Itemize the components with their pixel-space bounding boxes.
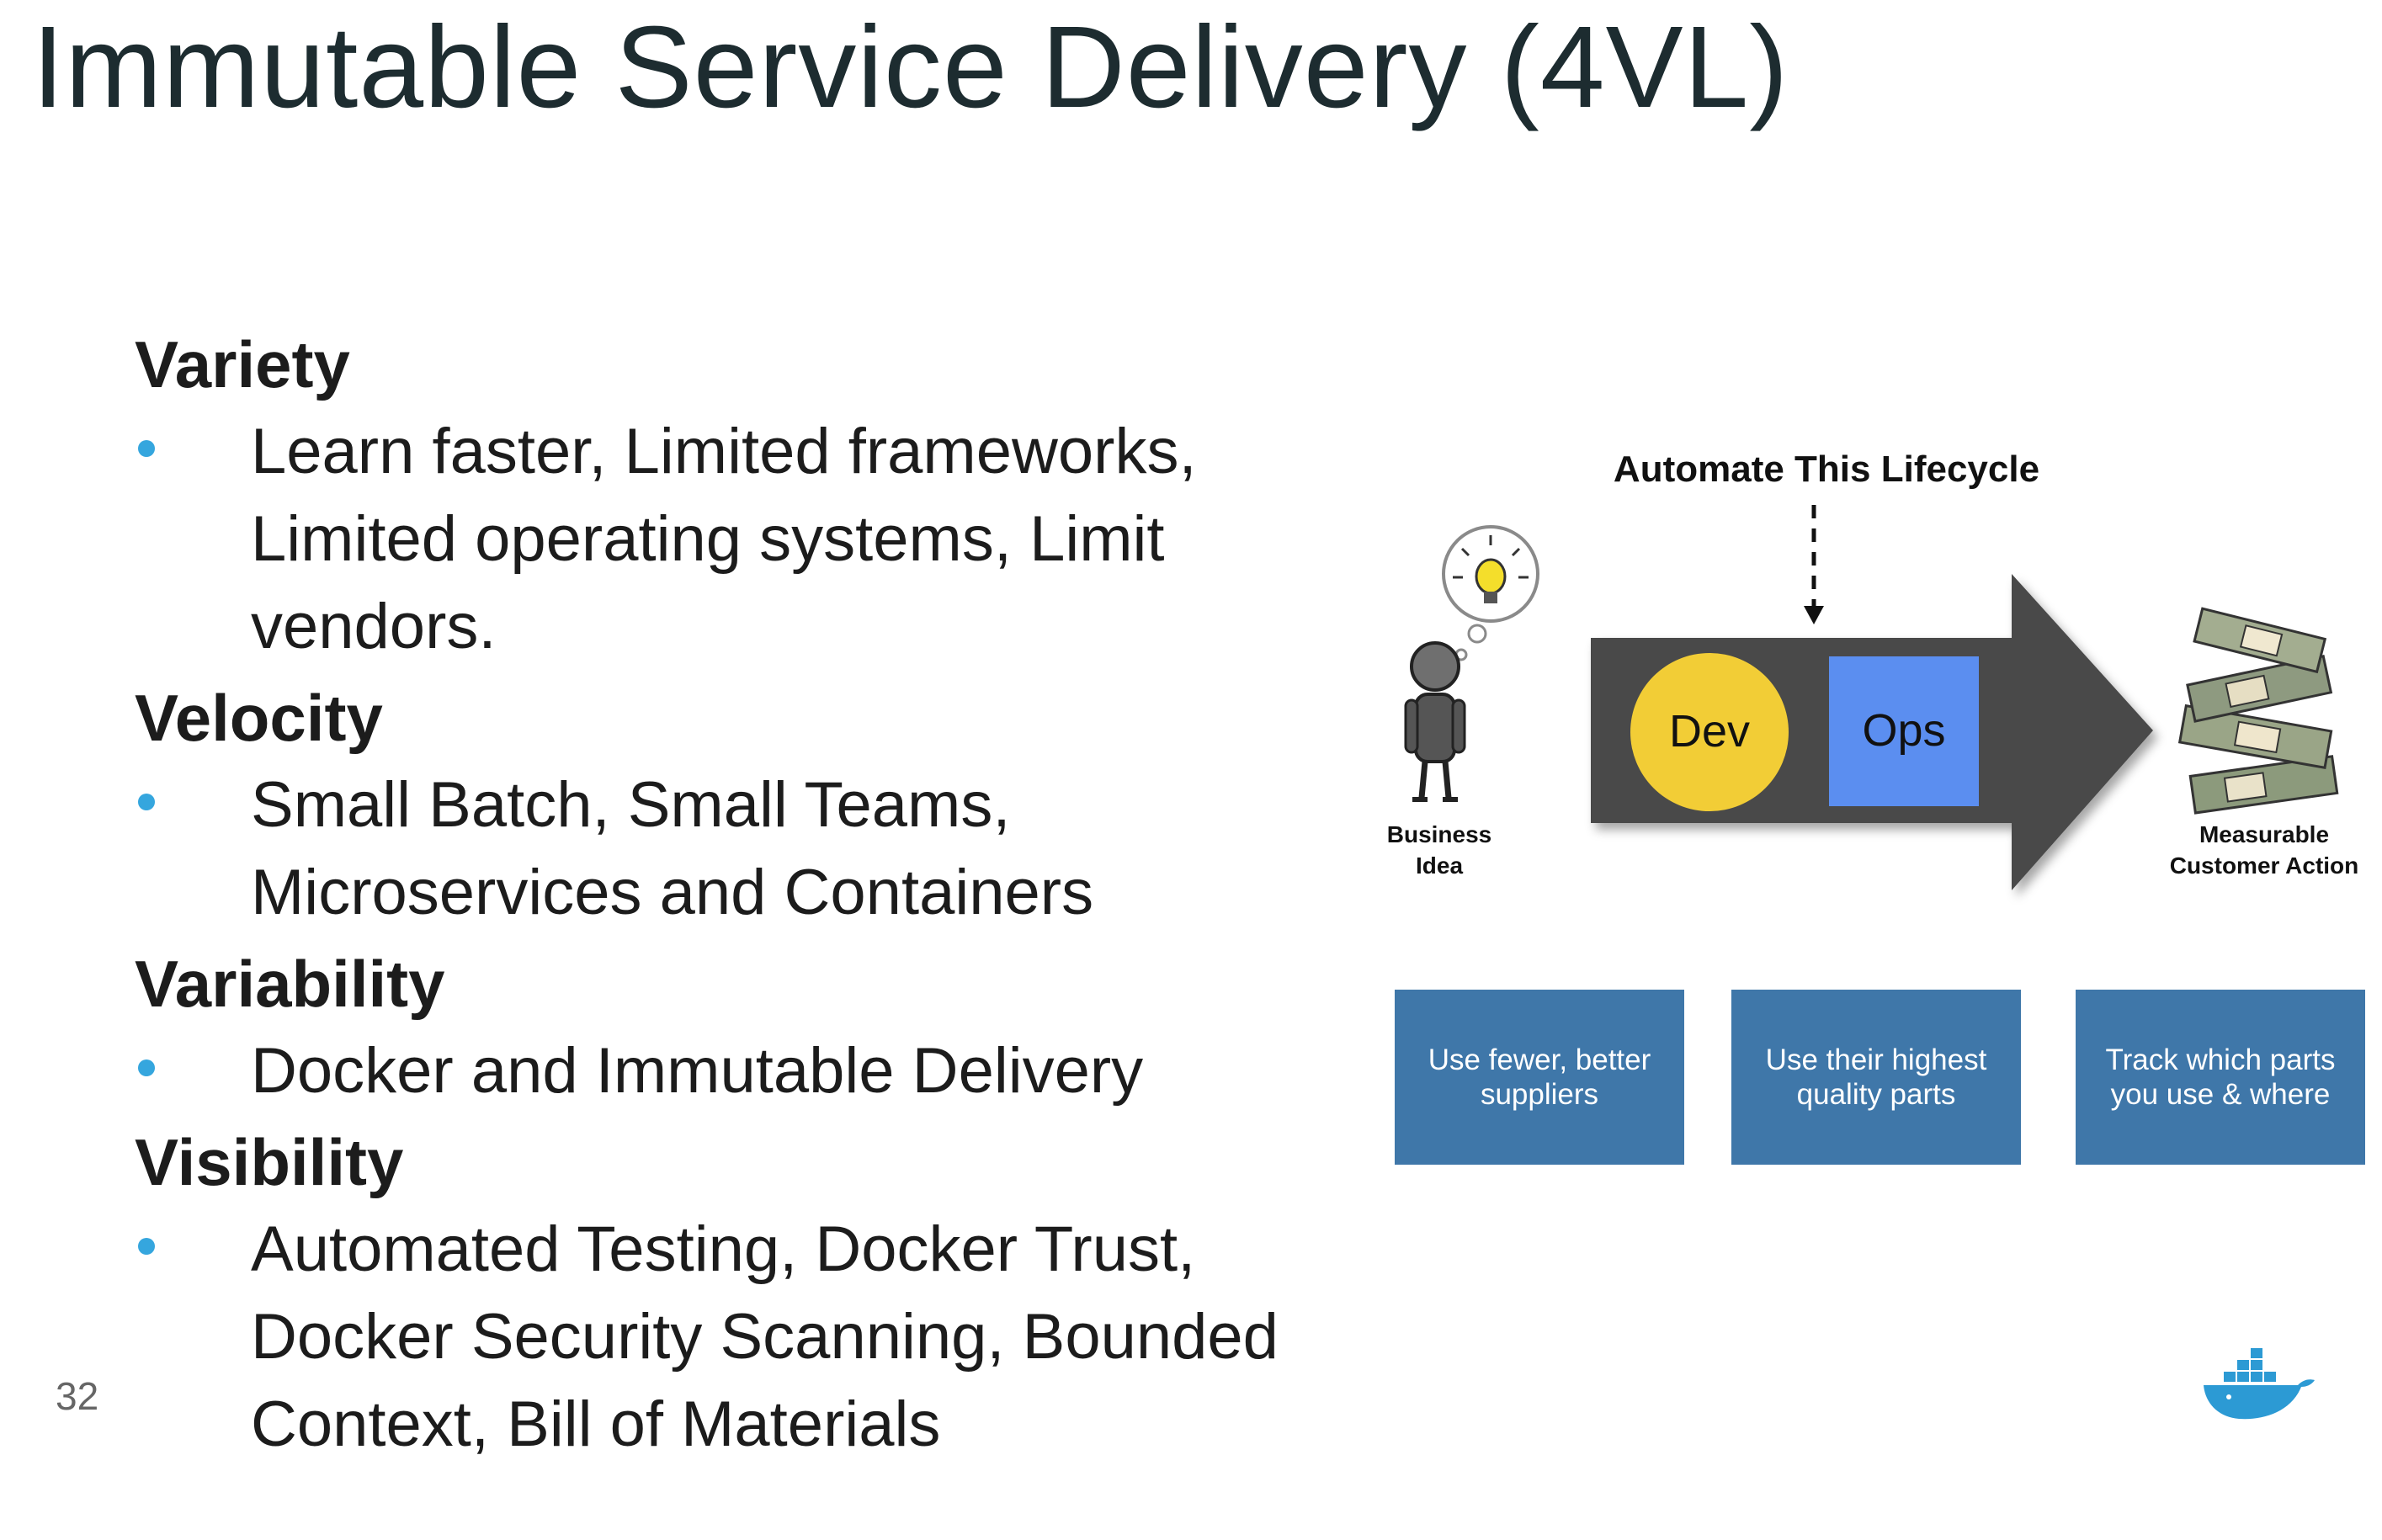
bullet-item: Learn faster, Limited frameworks, Limite… — [135, 408, 1347, 671]
bullet-dot-icon — [138, 794, 155, 810]
bullet-item: Small Batch, Small Teams, Microservices … — [135, 762, 1347, 937]
bullet-item: Automated Testing, Docker Trust, Docker … — [135, 1206, 1347, 1468]
business-idea-label-line2: Idea — [1416, 852, 1463, 879]
lifecycle-diagram: Automate This Lifecycle Dev Ops — [1380, 438, 2382, 926]
bullet-dot-icon — [138, 1059, 155, 1076]
bullet-text: Automated Testing, Docker Trust, Docker … — [251, 1213, 1279, 1460]
dev-label: Dev — [1669, 706, 1750, 757]
dev-circle — [1630, 653, 1789, 811]
bullet-item: Docker and Immutable Delivery — [135, 1028, 1347, 1115]
section-velocity: Velocity Small Batch, Small Teams, Micro… — [135, 677, 1347, 937]
section-visibility: Visibility Automated Testing, Docker Tru… — [135, 1122, 1347, 1468]
ops-square — [1829, 656, 1979, 806]
person-icon — [1404, 641, 1466, 802]
measurable-action-label-line2: Customer Action — [2170, 852, 2359, 879]
info-box-suppliers: Use fewer, better suppliers — [1395, 990, 1684, 1165]
measurable-action-label-line1: Measurable — [2199, 821, 2329, 847]
bullet-text: Docker and Immutable Delivery — [251, 1035, 1144, 1107]
bullet-dot-icon — [138, 1238, 155, 1255]
section-heading: Velocity — [135, 681, 383, 755]
pointer-arrowhead-icon — [1804, 606, 1824, 624]
info-box-text: Track which parts you use & where — [2105, 1043, 2336, 1111]
info-box-text: Use fewer, better suppliers — [1428, 1043, 1651, 1111]
bullet-dot-icon — [138, 440, 155, 457]
bullet-text: Small Batch, Small Teams, Microservices … — [251, 769, 1094, 928]
info-box-quality-parts: Use their highest quality parts — [1731, 990, 2021, 1165]
lifecycle-diagram-svg: Automate This Lifecycle Dev Ops — [1387, 449, 2359, 890]
lifecycle-label: Automate This Lifecycle — [1614, 449, 2039, 490]
section-variety: Variety Learn faster, Limited frameworks… — [135, 324, 1347, 671]
ops-label: Ops — [1862, 705, 1945, 756]
lightbulb-icon — [1442, 525, 1539, 661]
section-variability: Variability Docker and Immutable Deliver… — [135, 943, 1347, 1115]
section-heading: Visibility — [135, 1125, 404, 1199]
page-number: 32 — [56, 1374, 99, 1418]
slide-title: Immutable Service Delivery (4VL) — [32, 3, 1789, 132]
info-box-text: Use their highest quality parts — [1765, 1043, 1987, 1111]
bullet-text: Learn faster, Limited frameworks, Limite… — [251, 416, 1197, 662]
money-stack-icon — [2177, 607, 2339, 815]
business-idea-label-line1: Business — [1387, 821, 1492, 847]
section-heading: Variety — [135, 327, 350, 401]
docker-whale-icon — [2199, 1348, 2316, 1424]
section-heading: Variability — [135, 947, 445, 1021]
content-list: Variety Learn faster, Limited frameworks… — [135, 324, 1347, 1475]
info-box-track-parts: Track which parts you use & where — [2076, 990, 2365, 1165]
